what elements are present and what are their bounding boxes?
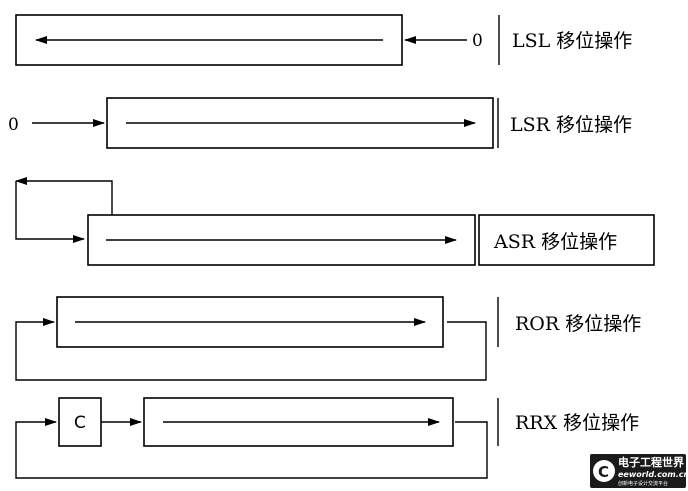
watermark-url: eeworld.com.cn xyxy=(618,470,688,479)
eeworld-watermark: C 电子工程世界 eeworld.com.cn 创新电子设计交流平台 xyxy=(590,454,688,488)
watermark-title: 电子工程世界 xyxy=(618,455,684,469)
asr-sign-feedback-bottom xyxy=(15,181,85,243)
asr-label: ASR 移位操作 xyxy=(493,231,617,253)
ror-rotate-path xyxy=(15,318,487,381)
ror-label: ROR 移位操作 xyxy=(515,313,641,335)
eeworld-logo-icon xyxy=(593,460,615,482)
eeworld-logo-letter: C xyxy=(598,463,609,481)
asr-label-box xyxy=(478,214,655,266)
rrx-carry-label: C xyxy=(74,413,86,433)
lsl-label: LSL 移位操作 xyxy=(512,30,632,52)
rrx-row: C RRX 移位操作 xyxy=(15,397,639,479)
rrx-rotate-path xyxy=(15,418,488,479)
watermark-tagline: 创新电子设计交流平台 xyxy=(618,480,668,487)
lsr-label: LSR 移位操作 xyxy=(510,114,632,136)
lsr-row: 0 LSR 移位操作 xyxy=(8,97,632,149)
rrx-carry-flag xyxy=(58,397,102,447)
rrx-label: RRX 移位操作 xyxy=(515,412,639,434)
asr-sign-feedback-top xyxy=(15,177,113,215)
lsl-input-zero: 0 xyxy=(472,31,483,51)
watermark-background xyxy=(590,454,686,488)
asr-row: ASR 移位操作 xyxy=(15,177,655,266)
ror-row: ROR 移位操作 xyxy=(15,296,641,381)
lsl-row: 0 LSL 移位操作 xyxy=(15,14,632,66)
lsr-input-zero: 0 xyxy=(8,115,19,135)
